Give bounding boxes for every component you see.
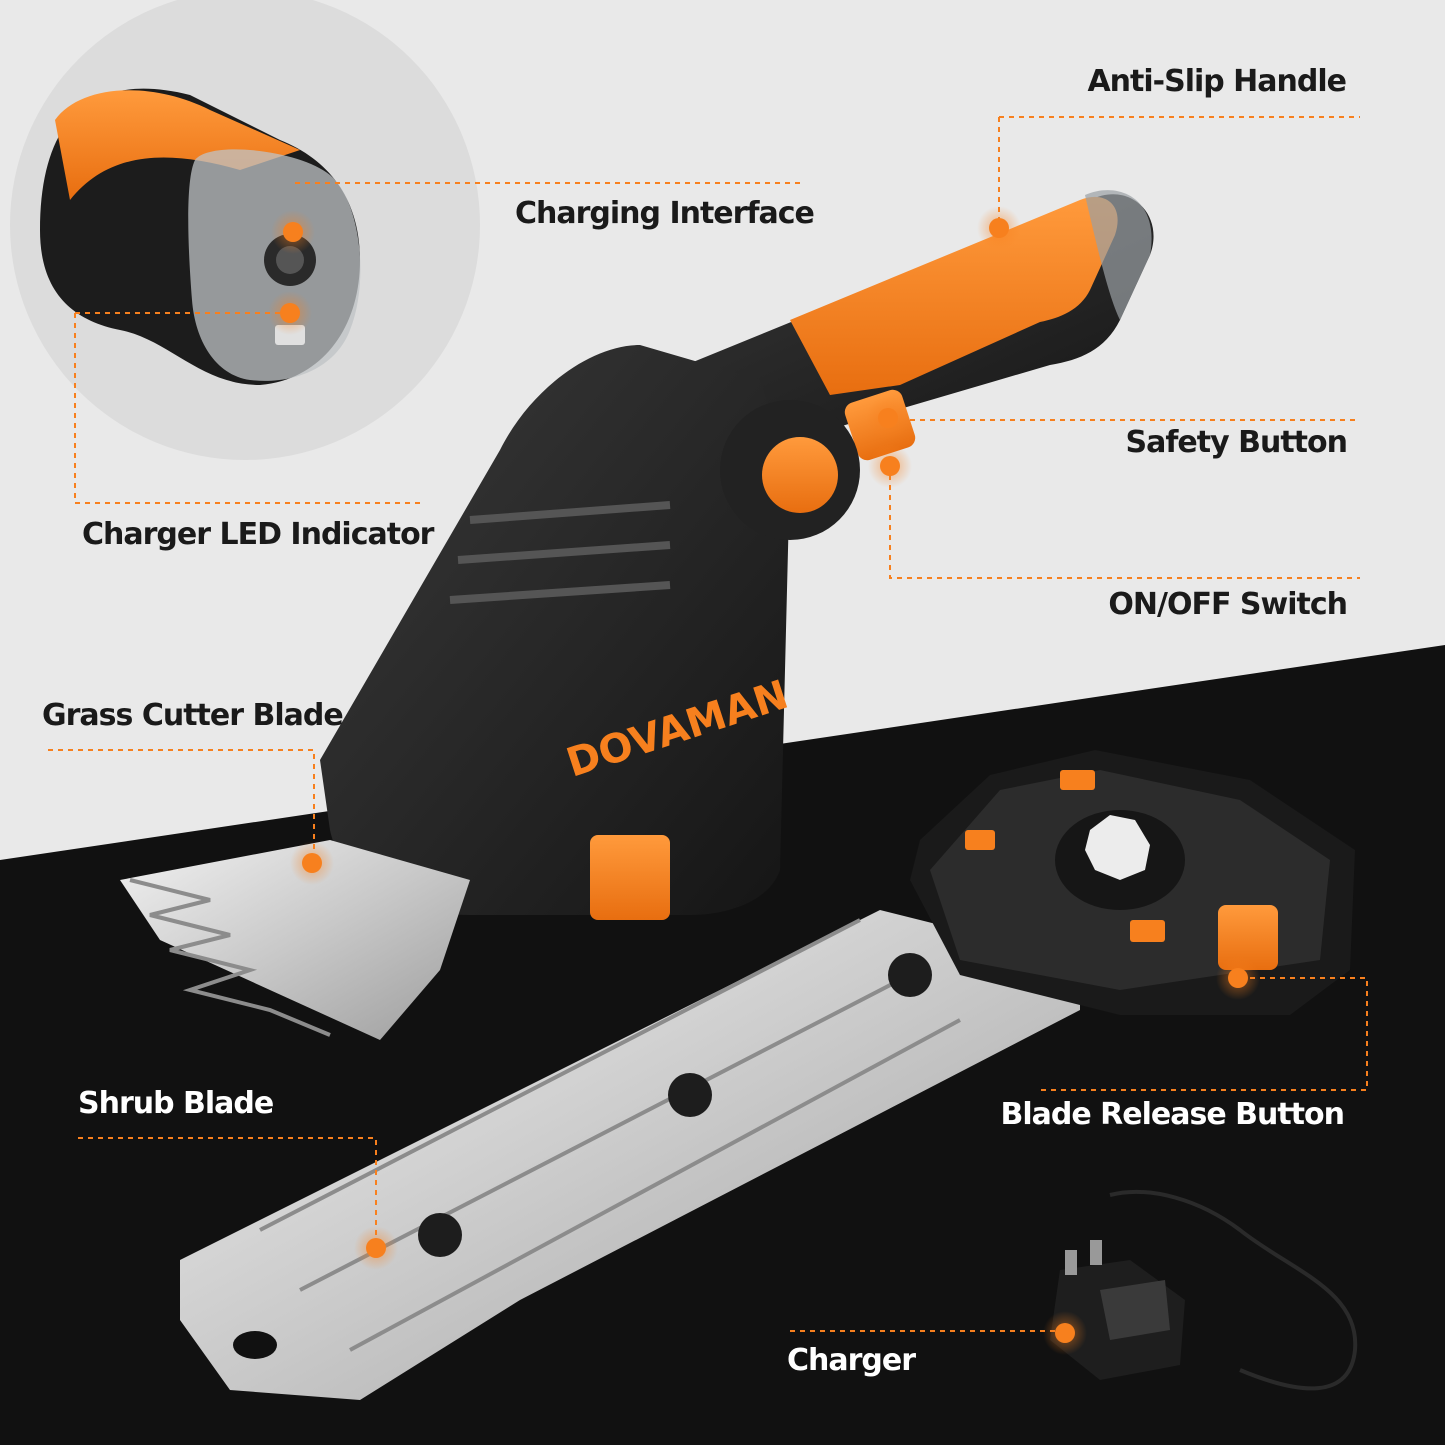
label-on-off-switch: ON/OFF Switch (1108, 587, 1348, 622)
label-charger: Charger (787, 1343, 916, 1378)
charging-port-closeup (10, 0, 480, 460)
label-blade-release-button: Blade Release Button (1000, 1097, 1345, 1132)
label-charger-led-indicator: Charger LED Indicator (82, 517, 434, 552)
label-shrub-blade: Shrub Blade (78, 1086, 274, 1121)
label-safety-button: Safety Button (1125, 425, 1348, 460)
callout-dots (268, 206, 1260, 1355)
trimmer-body: DOVAMAN (320, 345, 860, 920)
blade-mount-plate (910, 750, 1355, 1015)
label-charging-interface: Charging Interface (515, 196, 815, 231)
label-anti-slip-handle: Anti-Slip Handle (1087, 64, 1347, 99)
label-grass-cutter-blade: Grass Cutter Blade (42, 698, 344, 733)
grass-cutter-blade-graphic (120, 840, 470, 1040)
charger-graphic (1050, 1190, 1358, 1391)
shrub-blade-graphic (180, 910, 1080, 1400)
